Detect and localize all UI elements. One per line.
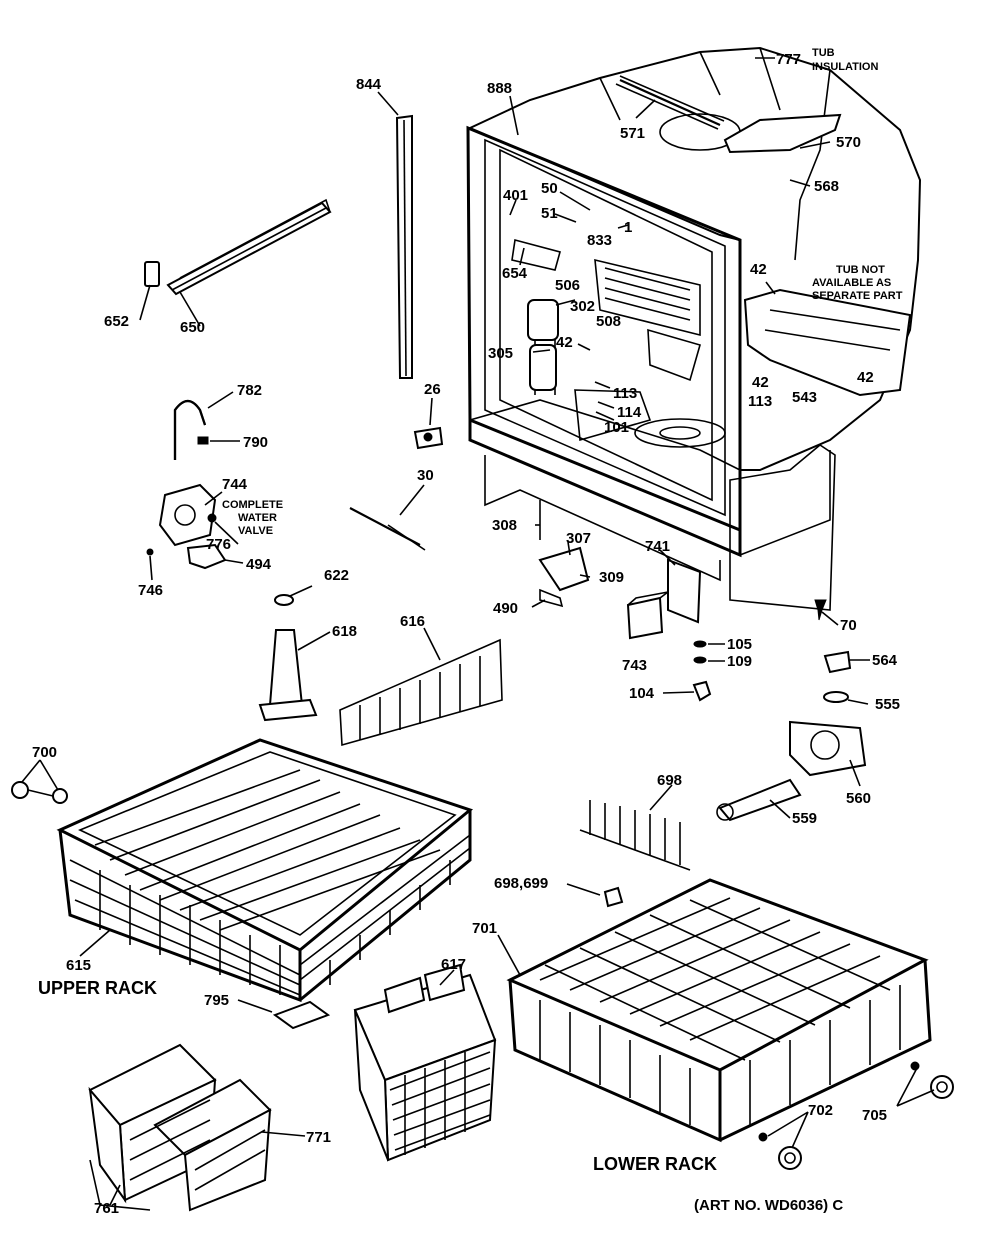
callout-650: 650 — [180, 319, 205, 336]
rack-rollers — [11, 781, 68, 804]
note-tub-not-2: AVAILABLE AS — [812, 277, 891, 289]
callout-30: 30 — [417, 467, 434, 484]
callout-105: 105 — [727, 636, 752, 653]
callout-652: 652 — [104, 313, 129, 330]
callout-308: 308 — [492, 517, 517, 534]
callout-833: 833 — [587, 232, 612, 249]
callout-571: 571 — [620, 125, 645, 142]
lower-rack-wires — [539, 897, 901, 1125]
split-silverware-baskets — [88, 1043, 272, 1212]
callout-101: 101 — [604, 419, 629, 436]
callout-615: 615 — [66, 957, 91, 974]
callout-51: 51 — [541, 205, 558, 222]
callout-564: 564 — [872, 652, 898, 669]
callout-698-699: 698,699 — [494, 875, 548, 892]
callout-746: 746 — [138, 582, 163, 599]
callout-26: 26 — [424, 381, 441, 398]
callout-705: 705 — [862, 1107, 887, 1124]
callout-888: 888 — [487, 80, 512, 97]
callout-307: 307 — [566, 530, 591, 547]
callout-568: 568 — [814, 178, 839, 195]
callout-570: 570 — [836, 134, 861, 151]
callout-744: 744 — [222, 476, 248, 493]
callout-617: 617 — [441, 956, 466, 973]
callout-543: 543 — [792, 389, 817, 406]
callout-302: 302 — [570, 298, 595, 315]
callout-560: 560 — [846, 790, 871, 807]
lower-rack-rollers — [758, 1061, 954, 1170]
callout-844: 844 — [356, 76, 382, 93]
callout-776: 776 — [206, 536, 231, 553]
callout-795: 795 — [204, 992, 229, 1009]
callout-618: 618 — [332, 623, 357, 640]
callout-70: 70 — [840, 617, 857, 634]
callout-305: 305 — [488, 345, 513, 362]
lower-rack-tines — [579, 800, 691, 908]
dishwasher-tub — [466, 46, 922, 611]
callout-114: 114 — [617, 404, 642, 421]
drain-motor — [716, 650, 867, 822]
water-valve — [146, 483, 227, 570]
silverware-basket-cover — [272, 1000, 331, 1030]
note-tub-insulation-2: INSULATION — [812, 61, 878, 73]
callout-622: 622 — [324, 567, 349, 584]
art-number: (ART NO. WD6036) C — [694, 1197, 843, 1214]
callout-777: 777 — [776, 51, 801, 68]
label-lower-rack: LOWER RACK — [593, 1154, 717, 1174]
callout-782: 782 — [237, 382, 262, 399]
spray-tower — [258, 594, 318, 722]
leader-lines — [21, 57, 935, 1206]
callout-42-a: 42 — [556, 334, 573, 351]
note-complete-water-valve-3: VALVE — [238, 525, 273, 537]
note-tub-not-3: SEPARATE PART — [812, 290, 903, 302]
callout-113-a: 113 — [613, 385, 637, 402]
callout-104: 104 — [629, 685, 655, 702]
callout-labels: 777 TUB INSULATION 888 844 571 570 568 4… — [32, 47, 903, 1217]
note-complete-water-valve-2: WATER — [238, 512, 277, 524]
upper-rack-wires — [69, 769, 471, 996]
upper-rack-tines — [339, 638, 503, 747]
callout-700: 700 — [32, 744, 57, 761]
lower-brackets — [538, 500, 827, 702]
callout-50: 50 — [541, 180, 558, 197]
callout-490: 490 — [493, 600, 518, 617]
callout-113-b: 113 — [748, 393, 772, 410]
fill-hose — [173, 399, 209, 460]
callout-790: 790 — [243, 434, 268, 451]
callout-654: 654 — [502, 265, 528, 282]
note-tub-not-1: TUB NOT — [836, 264, 885, 276]
lower-rack — [506, 878, 932, 1143]
note-complete-water-valve-1: COMPLETE — [222, 499, 283, 511]
callout-743: 743 — [622, 657, 647, 674]
callout-494: 494 — [246, 556, 272, 573]
callout-309: 309 — [599, 569, 624, 586]
vent-rail — [144, 198, 332, 296]
callout-616: 616 — [400, 613, 425, 630]
callout-702: 702 — [808, 1102, 833, 1119]
callout-42-c: 42 — [752, 374, 769, 391]
callout-42-d: 42 — [857, 369, 874, 386]
callout-741: 741 — [645, 538, 670, 555]
upper-rack — [56, 738, 474, 1003]
callout-42-b: 42 — [750, 261, 767, 278]
door-gasket — [395, 114, 413, 379]
callout-109: 109 — [727, 653, 752, 670]
hardware-small — [349, 426, 444, 551]
callout-701: 701 — [472, 920, 497, 937]
callout-698: 698 — [657, 772, 682, 789]
callout-555: 555 — [875, 696, 900, 713]
callout-508: 508 — [596, 313, 621, 330]
note-tub-insulation-1: TUB — [812, 47, 835, 59]
callout-761: 761 — [94, 1200, 119, 1217]
callout-559: 559 — [792, 810, 817, 827]
silverware-basket — [353, 963, 497, 1162]
label-upper-rack: UPPER RACK — [38, 978, 157, 998]
callout-771: 771 — [306, 1129, 331, 1146]
callout-506: 506 — [555, 277, 580, 294]
callout-401: 401 — [503, 187, 528, 204]
callout-1: 1 — [624, 219, 632, 236]
